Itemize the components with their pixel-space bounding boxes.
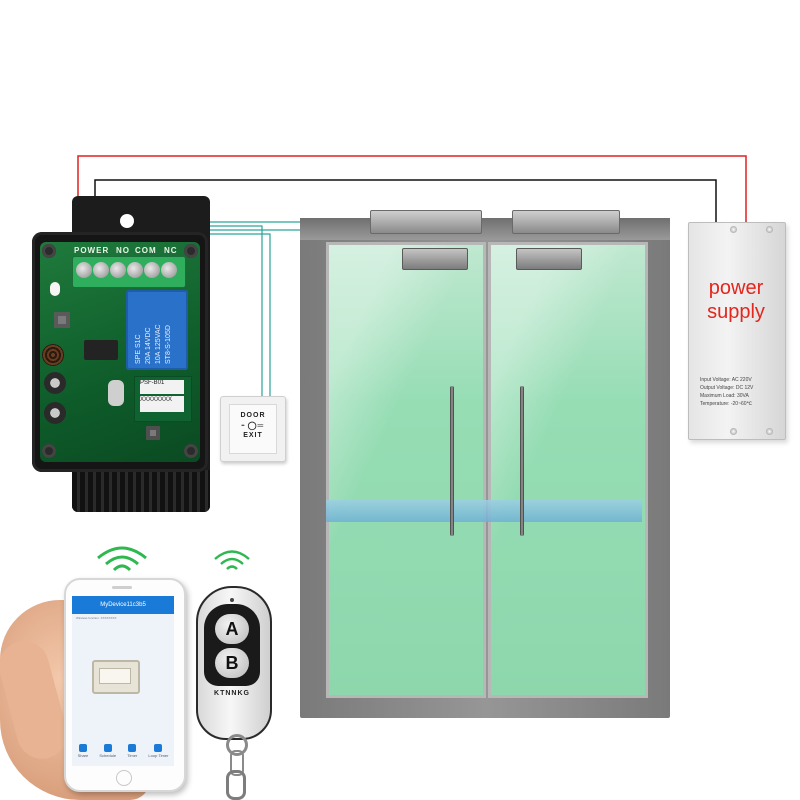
screw-icon xyxy=(144,262,160,278)
app-device-title: MyDevice11c3b5 xyxy=(72,596,174,614)
app-tab-label: Schedule xyxy=(99,753,117,758)
inductor-icon xyxy=(42,344,64,366)
relay-text-line: 10A 125VAC xyxy=(155,324,162,364)
right-door-handle xyxy=(520,386,524,536)
power-supply-title: power supply xyxy=(688,276,784,324)
learn-button xyxy=(146,426,160,440)
right-glass-door xyxy=(488,242,648,698)
timer-icon xyxy=(128,744,137,752)
remote-button-a[interactable]: A xyxy=(215,614,249,644)
relay-component xyxy=(126,290,188,370)
calendar-icon xyxy=(103,744,112,752)
remote-brand: KTNNKG xyxy=(214,690,250,697)
remote-led-icon xyxy=(230,598,234,602)
relay-text-line: SPE S1C xyxy=(135,334,142,364)
terminal-label-power: POWER xyxy=(74,246,110,255)
screw-icon xyxy=(730,428,737,435)
spec-line: Input Voltage: AC 220V xyxy=(700,377,752,383)
mount-hole-icon xyxy=(184,444,198,458)
exit-switch-label-exit: EXIT xyxy=(243,432,263,439)
screw-icon xyxy=(110,262,126,278)
app-tab-loop-timer[interactable]: Loop Timer xyxy=(148,742,168,758)
mount-hole-icon xyxy=(42,244,56,258)
terminal-label-com: COM xyxy=(135,246,157,255)
relay-text-line: 20A 14VDC xyxy=(145,327,152,364)
carabiner-icon xyxy=(226,770,246,800)
app-tab-schedule[interactable]: Schedule xyxy=(99,742,116,758)
app-tab-label: Share xyxy=(77,753,89,758)
capacitor-icon xyxy=(44,372,66,394)
power-supply-title-line1: power xyxy=(708,277,764,299)
exit-switch-plate: DOOR ╴◯═ EXIT xyxy=(229,404,277,454)
screw-icon xyxy=(161,262,177,278)
spec-line: Temperature: -20~60℃ xyxy=(700,401,753,407)
capacitor-icon xyxy=(44,402,66,424)
mount-hole-icon xyxy=(184,244,198,258)
screw-icon xyxy=(93,262,109,278)
wifi-icon xyxy=(97,546,147,572)
screw-icon xyxy=(730,226,737,233)
crystal-icon xyxy=(108,380,124,406)
screw-icon xyxy=(76,262,92,278)
power-supply-title-line2: supply xyxy=(707,301,765,323)
led-icon xyxy=(50,282,60,296)
loop-icon xyxy=(154,744,163,752)
phone-speaker xyxy=(112,586,132,589)
left-door-handle xyxy=(450,386,454,536)
key-ring-icon xyxy=(226,734,248,756)
relay-marking: SPE S1C 20A 14VDC 10A 125VAC ST8-S-105D xyxy=(134,300,182,364)
door-safety-band xyxy=(326,500,642,522)
terminal-label-nc: NC xyxy=(164,246,178,255)
rf-label-secondary: XXXXXXXX xyxy=(140,396,184,412)
remote-button-b[interactable]: B xyxy=(215,648,249,678)
tact-button xyxy=(54,312,70,328)
magnetic-lock-left xyxy=(370,210,482,234)
glass-reflection xyxy=(491,245,642,692)
app-tab-label: Loop Timer xyxy=(148,753,169,758)
armature-plate-right xyxy=(516,248,582,270)
armature-plate-left xyxy=(402,248,468,270)
screw-icon xyxy=(766,428,773,435)
bracket-hole-icon xyxy=(120,214,134,228)
app-tab-label: Timer xyxy=(127,753,138,758)
power-supply xyxy=(688,222,786,440)
spec-line: Output Voltage: DC 12V xyxy=(700,385,754,391)
app-switch-rocker[interactable] xyxy=(99,668,131,684)
app-tab-share[interactable]: Share xyxy=(77,742,89,758)
terminal-label-no: NO xyxy=(116,246,130,255)
key-icon: ╴◯═ xyxy=(241,421,265,430)
wifi-icon xyxy=(214,550,250,570)
home-button xyxy=(116,770,132,786)
regulator-chip xyxy=(84,340,118,360)
screw-icon xyxy=(766,226,773,233)
power-supply-specs: Input Voltage: AC 220V Output Voltage: D… xyxy=(700,376,780,408)
glass-reflection xyxy=(329,245,480,692)
share-icon xyxy=(78,744,87,752)
app-subtitle: Wireless function: XXXXXXXX xyxy=(76,616,117,620)
rf-label: PSF-B01 xyxy=(140,380,184,394)
spec-line: Maximum Load: 30VA xyxy=(700,393,749,399)
app-tab-timer[interactable]: Timer xyxy=(127,742,137,758)
magnetic-lock-right xyxy=(512,210,620,234)
screw-icon xyxy=(127,262,143,278)
antenna-coil-housing xyxy=(72,470,210,512)
left-glass-door xyxy=(326,242,486,698)
key-chain-icon xyxy=(230,750,244,776)
mount-hole-icon xyxy=(42,444,56,458)
app-tab-bar: Share Schedule Timer Loop Timer xyxy=(72,742,174,764)
relay-text-line: ST8-S-105D xyxy=(165,325,172,364)
exit-switch-label-door: DOOR xyxy=(240,412,266,419)
